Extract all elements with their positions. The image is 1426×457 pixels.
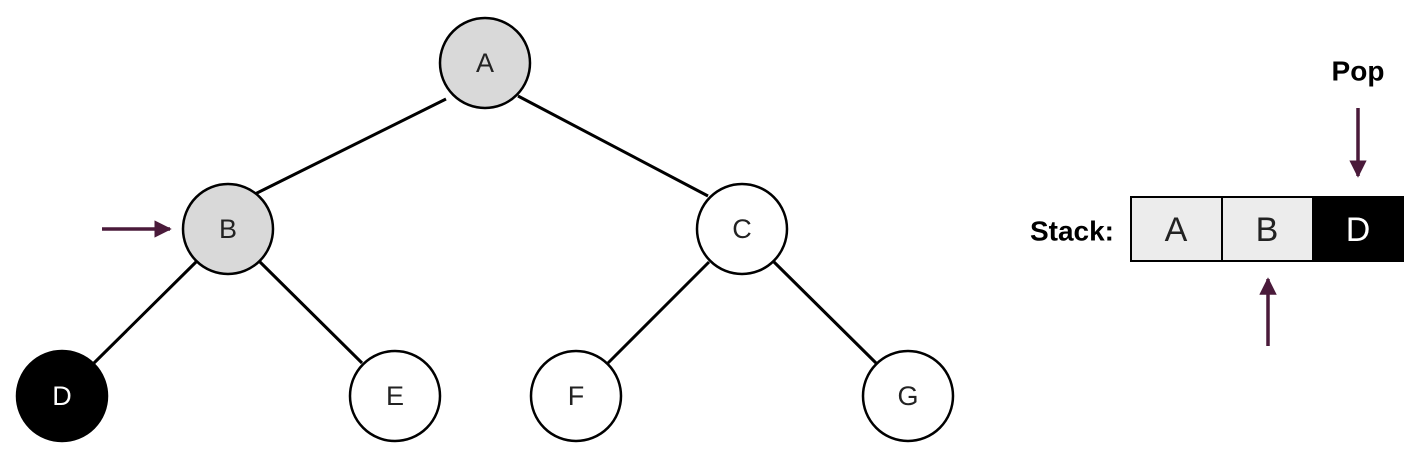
edge-c-g <box>772 260 878 365</box>
node-circle <box>438 16 532 110</box>
stack-cell-label: A <box>1165 211 1188 249</box>
stack-cell-b: B <box>1221 196 1314 262</box>
node-label: D <box>52 381 72 411</box>
node-label: G <box>897 381 918 411</box>
node-circle <box>529 349 623 443</box>
edge-b-e <box>258 260 364 365</box>
stack-cell-label: B <box>1256 211 1279 249</box>
edge-a-b <box>254 97 447 196</box>
stack-label: Stack: <box>1030 216 1114 247</box>
node-circle <box>695 182 789 276</box>
node-label: B <box>219 214 237 244</box>
tree-node-g: G <box>861 349 955 443</box>
node-label: A <box>476 48 494 78</box>
stack-cell-d: D <box>1312 196 1404 262</box>
pop-label: Pop <box>1332 56 1385 87</box>
tree-node-c: C <box>695 182 789 276</box>
node-label: C <box>732 214 752 244</box>
node-circle <box>181 182 275 276</box>
edge-c-f <box>606 260 711 365</box>
tree-edges <box>92 94 878 365</box>
stack-cell-box <box>1312 196 1404 262</box>
tree-node-e: E <box>348 349 442 443</box>
tree-node-b: B <box>181 182 275 276</box>
tree-node-d: D <box>15 349 109 443</box>
node-circle <box>861 349 955 443</box>
stack-cell-label: D <box>1346 211 1371 249</box>
tree-node-a: A <box>438 16 532 110</box>
stack-cell-box <box>1221 196 1314 262</box>
tree-node-f: F <box>529 349 623 443</box>
node-label: F <box>568 381 585 411</box>
edge-a-c <box>517 94 709 198</box>
node-label: E <box>386 381 404 411</box>
stack-cell-box <box>1130 196 1223 262</box>
node-circle <box>348 349 442 443</box>
node-circle <box>15 349 109 443</box>
stack-cell-a: A <box>1130 196 1223 262</box>
edge-b-d <box>92 260 198 365</box>
